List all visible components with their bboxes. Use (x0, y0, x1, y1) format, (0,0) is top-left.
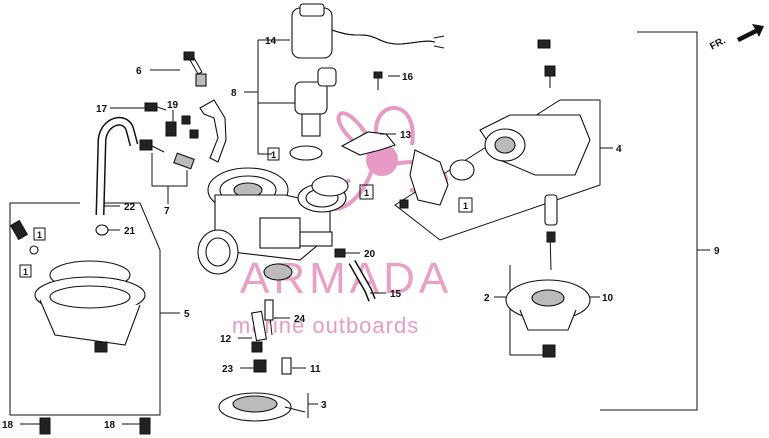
callout-4: 4 (616, 144, 622, 155)
callout-6: 6 (136, 66, 142, 77)
callout-15: 15 (390, 289, 402, 300)
screw-18-right (139, 417, 151, 435)
boxed-1-c: 1 (463, 201, 468, 211)
boxed-labels: 1 1 1 1 1 (19, 147, 473, 278)
auto-choke-connector (291, 3, 445, 59)
frame-5 (9, 202, 161, 416)
bracket-9 (600, 31, 698, 411)
callout-12: 12 (220, 334, 232, 345)
callout-8: 8 (231, 88, 237, 99)
callout-numbers: 14 6 8 16 17 19 13 4 7 22 21 9 20 15 2 1… (2, 36, 720, 431)
diaphragm-10 (505, 279, 591, 358)
screw-16 (373, 71, 383, 90)
plate-13 (340, 131, 396, 156)
clip-21 (95, 224, 109, 236)
throttle-lever (199, 99, 227, 163)
auto-choke-body (289, 67, 337, 161)
float-bowl-5 (9, 219, 146, 353)
needle-jet-12 (251, 310, 267, 353)
cap-23 (253, 359, 267, 373)
float-3 (218, 392, 306, 422)
screw-7 (139, 139, 195, 170)
callout-17: 17 (96, 104, 108, 115)
callout-18-right: 18 (104, 420, 116, 431)
screw-19 (165, 115, 199, 139)
valve-11 (281, 357, 292, 375)
callout-20: 20 (364, 249, 376, 260)
callout-2: 2 (484, 293, 490, 304)
jet-20 (334, 248, 346, 258)
boxed-1-d: 1 (37, 230, 42, 240)
callout-9: 9 (714, 246, 720, 257)
needle-jet (544, 194, 558, 271)
o-ring (311, 175, 349, 197)
front-direction-label: FR. (708, 35, 728, 52)
callout-16: 16 (402, 72, 414, 83)
callout-11: 11 (310, 364, 321, 375)
main-jet-24 (264, 299, 274, 336)
boxed-1-a: 1 (271, 150, 276, 160)
screw-17 (144, 102, 167, 112)
leader-lines (20, 69, 600, 425)
cover-4 (399, 114, 591, 209)
callout-21: 21 (124, 226, 136, 237)
callout-23: 23 (222, 364, 234, 375)
callout-24: 24 (294, 314, 306, 325)
callout-18-left: 18 (2, 420, 14, 431)
screw-6 (183, 51, 207, 87)
boxed-1-e: 1 (23, 267, 28, 277)
callout-19: 19 (167, 100, 179, 111)
front-direction-arrow: FR. (708, 24, 764, 53)
callout-7: 7 (164, 206, 170, 217)
callout-10: 10 (602, 293, 614, 304)
carburetor-body (197, 167, 347, 281)
callout-13: 13 (400, 130, 412, 141)
callout-14: 14 (265, 36, 277, 47)
screw-18-left (39, 417, 51, 435)
callout-3: 3 (321, 400, 327, 411)
callout-5: 5 (184, 309, 190, 320)
bracket-7 (151, 153, 188, 187)
screw-top-right (537, 39, 556, 88)
callout-22: 22 (124, 202, 136, 213)
boxed-1-b: 1 (364, 188, 369, 198)
